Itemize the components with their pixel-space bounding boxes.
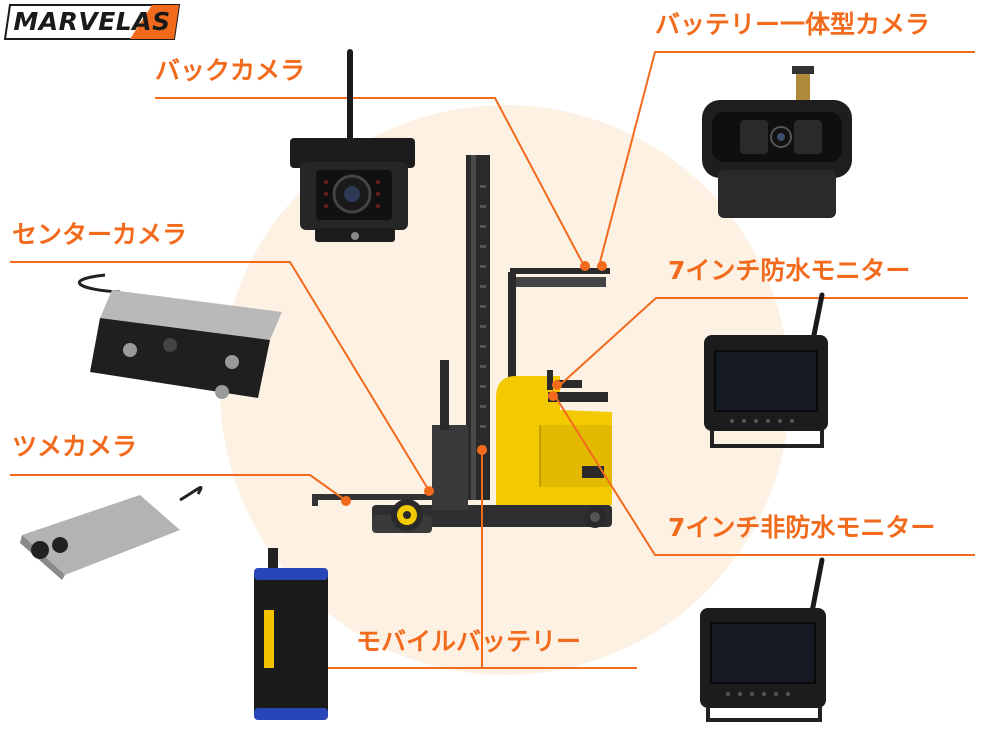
brand-logo: MARVELAS [4, 4, 180, 40]
marker-center-camera [424, 486, 434, 496]
label-battery-camera: バッテリー一体型カメラ [655, 10, 931, 39]
callout-line-monitor-non-waterproof [554, 395, 975, 556]
label-mobile-battery: モバイルバッテリー [356, 627, 582, 656]
monitor-non-waterproof-image [700, 557, 826, 722]
label-back-camera: バックカメラ [155, 56, 306, 85]
battery-camera-image [702, 66, 852, 218]
callout-line-monitor-waterproof [559, 297, 968, 386]
brand-logo-text: MARVELAS [13, 7, 171, 36]
label-fork-camera: ツメカメラ [12, 432, 138, 461]
fork-camera-image [20, 485, 203, 580]
monitor-waterproof-image [704, 292, 828, 448]
label-monitor-waterproof: 7インチ防水モニター [668, 256, 911, 285]
marker-back-camera [580, 261, 590, 271]
callout-line-fork-camera [10, 474, 346, 501]
label-center-camera: センターカメラ [12, 220, 188, 249]
marker-monitor-non-waterproof [548, 391, 558, 401]
callout-line-center-camera [10, 261, 429, 490]
mobile-battery-image [254, 548, 328, 720]
marker-mobile-battery [477, 445, 487, 455]
center-camera-image [78, 273, 282, 399]
marker-battery-camera [597, 261, 607, 271]
back-camera-image [290, 49, 415, 242]
label-monitor-non-waterproof: 7インチ非防水モニター [668, 513, 936, 542]
callout-line-back-camera [155, 97, 583, 263]
marker-fork-camera [341, 496, 351, 506]
callout-line-battery-camera [599, 51, 975, 263]
forklift-illustration [312, 155, 612, 533]
marker-monitor-waterproof [552, 380, 562, 390]
